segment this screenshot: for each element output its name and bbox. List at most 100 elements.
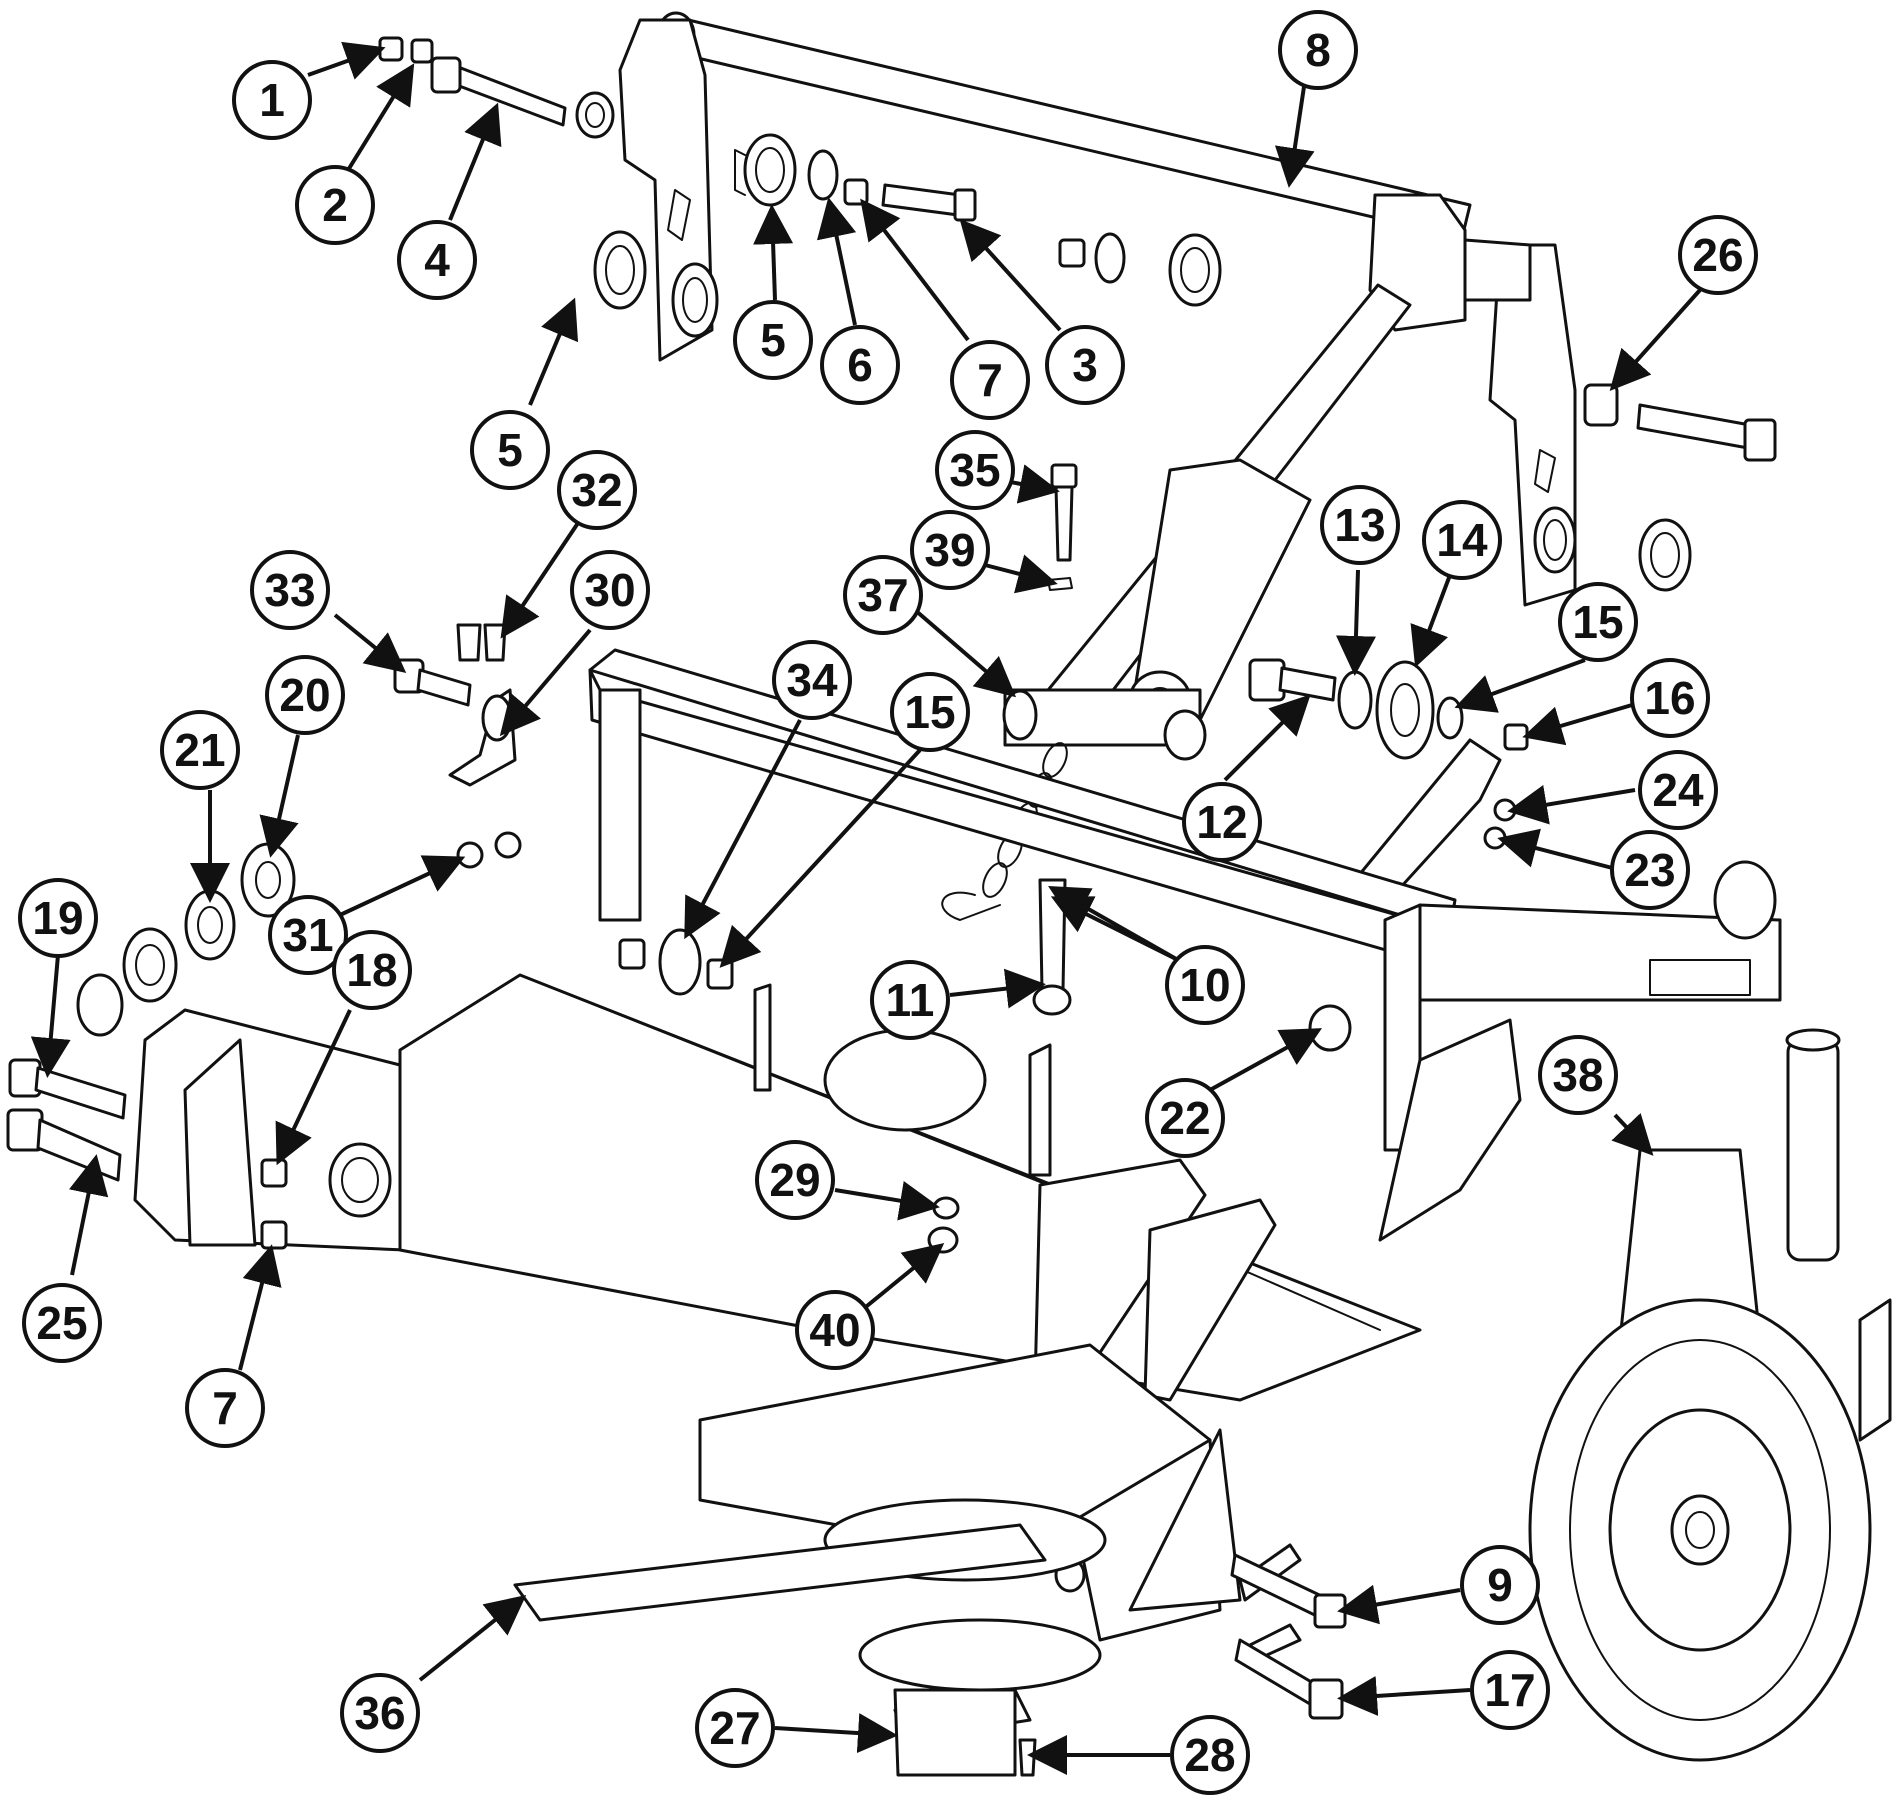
callout-18: 18: [332, 930, 412, 1010]
callout-9: 9: [1460, 1545, 1540, 1625]
callout-3: 3: [1045, 325, 1125, 405]
callout-4: 4: [397, 220, 477, 300]
svg-text:13: 13: [1334, 499, 1385, 551]
svg-text:15: 15: [904, 686, 955, 738]
svg-text:38: 38: [1552, 1049, 1603, 1101]
leader-40: [860, 1242, 945, 1312]
svg-text:12: 12: [1196, 796, 1247, 848]
leader-32: [500, 518, 582, 639]
leader-9: [1337, 1584, 1461, 1625]
svg-text:18: 18: [346, 944, 397, 996]
svg-text:33: 33: [264, 564, 315, 616]
leader-36: [418, 1595, 527, 1682]
bushings: [593, 133, 1692, 592]
svg-text:22: 22: [1159, 1092, 1210, 1144]
svg-text:6: 6: [847, 339, 873, 391]
svg-text:4: 4: [424, 234, 450, 286]
svg-text:39: 39: [924, 524, 975, 576]
callout-5: 5: [470, 410, 550, 490]
callout-11: 11: [870, 960, 950, 1040]
callout-6: 6: [820, 325, 900, 405]
callout-40: 40: [795, 1290, 875, 1370]
leader-10b: [1048, 886, 1179, 962]
callout-37: 37: [843, 555, 923, 635]
leader-23: [1497, 828, 1621, 872]
svg-text:36: 36: [354, 1687, 405, 1739]
callout-29: 29: [755, 1140, 835, 1220]
left-hitch-bracket: [618, 18, 719, 362]
mower-deck-artwork: [6, 11, 1892, 1777]
leader-13: [1335, 569, 1376, 676]
svg-text:21: 21: [174, 724, 225, 776]
front-bolts: [1230, 1553, 1347, 1720]
leader-11: [949, 968, 1046, 1009]
leader-4: [448, 102, 502, 221]
leader-19: [30, 954, 71, 1078]
leader-17: [1337, 1675, 1471, 1716]
svg-text:24: 24: [1652, 764, 1704, 816]
callout-7: 7: [950, 340, 1030, 420]
svg-text:34: 34: [786, 654, 838, 706]
right-hitch-bracket: [1488, 243, 1577, 607]
callout-5: 5: [733, 300, 813, 380]
callout-19: 19: [18, 878, 98, 958]
svg-text:3: 3: [1072, 339, 1098, 391]
leader-arrows: [30, 41, 1702, 1775]
leader-5b: [528, 297, 579, 406]
leader-8: [1274, 79, 1315, 188]
svg-text:14: 14: [1436, 514, 1488, 566]
svg-text:35: 35: [949, 444, 1000, 496]
lift-cylinder: [1002, 283, 1412, 761]
svg-text:25: 25: [36, 1297, 87, 1349]
leader-38: [1611, 1112, 1654, 1156]
leader-5a: [753, 204, 794, 301]
callout-27: 27: [695, 1688, 775, 1768]
svg-text:7: 7: [212, 1382, 238, 1434]
svg-text:9: 9: [1487, 1559, 1513, 1611]
svg-text:19: 19: [32, 892, 83, 944]
callout-36: 36: [340, 1673, 420, 1753]
caster-wheel: [1528, 1028, 1892, 1762]
svg-text:29: 29: [769, 1154, 820, 1206]
svg-text:26: 26: [1692, 229, 1743, 281]
leader-25: [69, 1154, 109, 1276]
svg-text:40: 40: [809, 1304, 860, 1356]
leader-16: [1522, 703, 1633, 746]
leader-3: [959, 219, 1062, 332]
callout-26: 26: [1678, 215, 1758, 295]
callout-17: 17: [1470, 1650, 1550, 1730]
callout-30: 30: [570, 550, 650, 630]
svg-text:17: 17: [1484, 1664, 1535, 1716]
svg-text:16: 16: [1644, 672, 1695, 724]
callout-38: 38: [1538, 1035, 1618, 1115]
callout-23: 23: [1610, 830, 1690, 910]
leader-27: [774, 1713, 898, 1754]
callout-15: 15: [890, 672, 970, 752]
leader-1: [307, 41, 386, 80]
callout-35: 35: [935, 430, 1015, 510]
callout-10: 10: [1165, 945, 1245, 1025]
svg-text:32: 32: [571, 464, 622, 516]
svg-text:27: 27: [709, 1702, 760, 1754]
leader-15b: [719, 748, 922, 968]
leader-18: [275, 1009, 352, 1166]
callout-31: 31: [268, 895, 348, 975]
left-side-plate: [133, 1008, 407, 1252]
upper-left-hardware: [378, 36, 615, 139]
svg-text:10: 10: [1179, 959, 1230, 1011]
part-callouts: 1 2 4 8 5 6 7 3 26 5 32 35 39 13 14 33 3…: [18, 10, 1758, 1795]
callout-34: 34: [772, 640, 852, 720]
svg-text:30: 30: [584, 564, 635, 616]
callout-13: 13: [1320, 485, 1400, 565]
front-baffle: [698, 1343, 1302, 1667]
callout-33: 33: [250, 550, 330, 630]
leader-33: [333, 613, 407, 674]
leader-22: [1209, 1028, 1323, 1092]
callout-15: 15: [1558, 582, 1638, 662]
leader-37: [913, 608, 1017, 698]
leader-26: [1609, 288, 1702, 391]
callout-8: 8: [1278, 10, 1358, 90]
callout-14: 14: [1422, 500, 1502, 580]
svg-text:7: 7: [977, 354, 1003, 406]
svg-text:5: 5: [760, 314, 786, 366]
